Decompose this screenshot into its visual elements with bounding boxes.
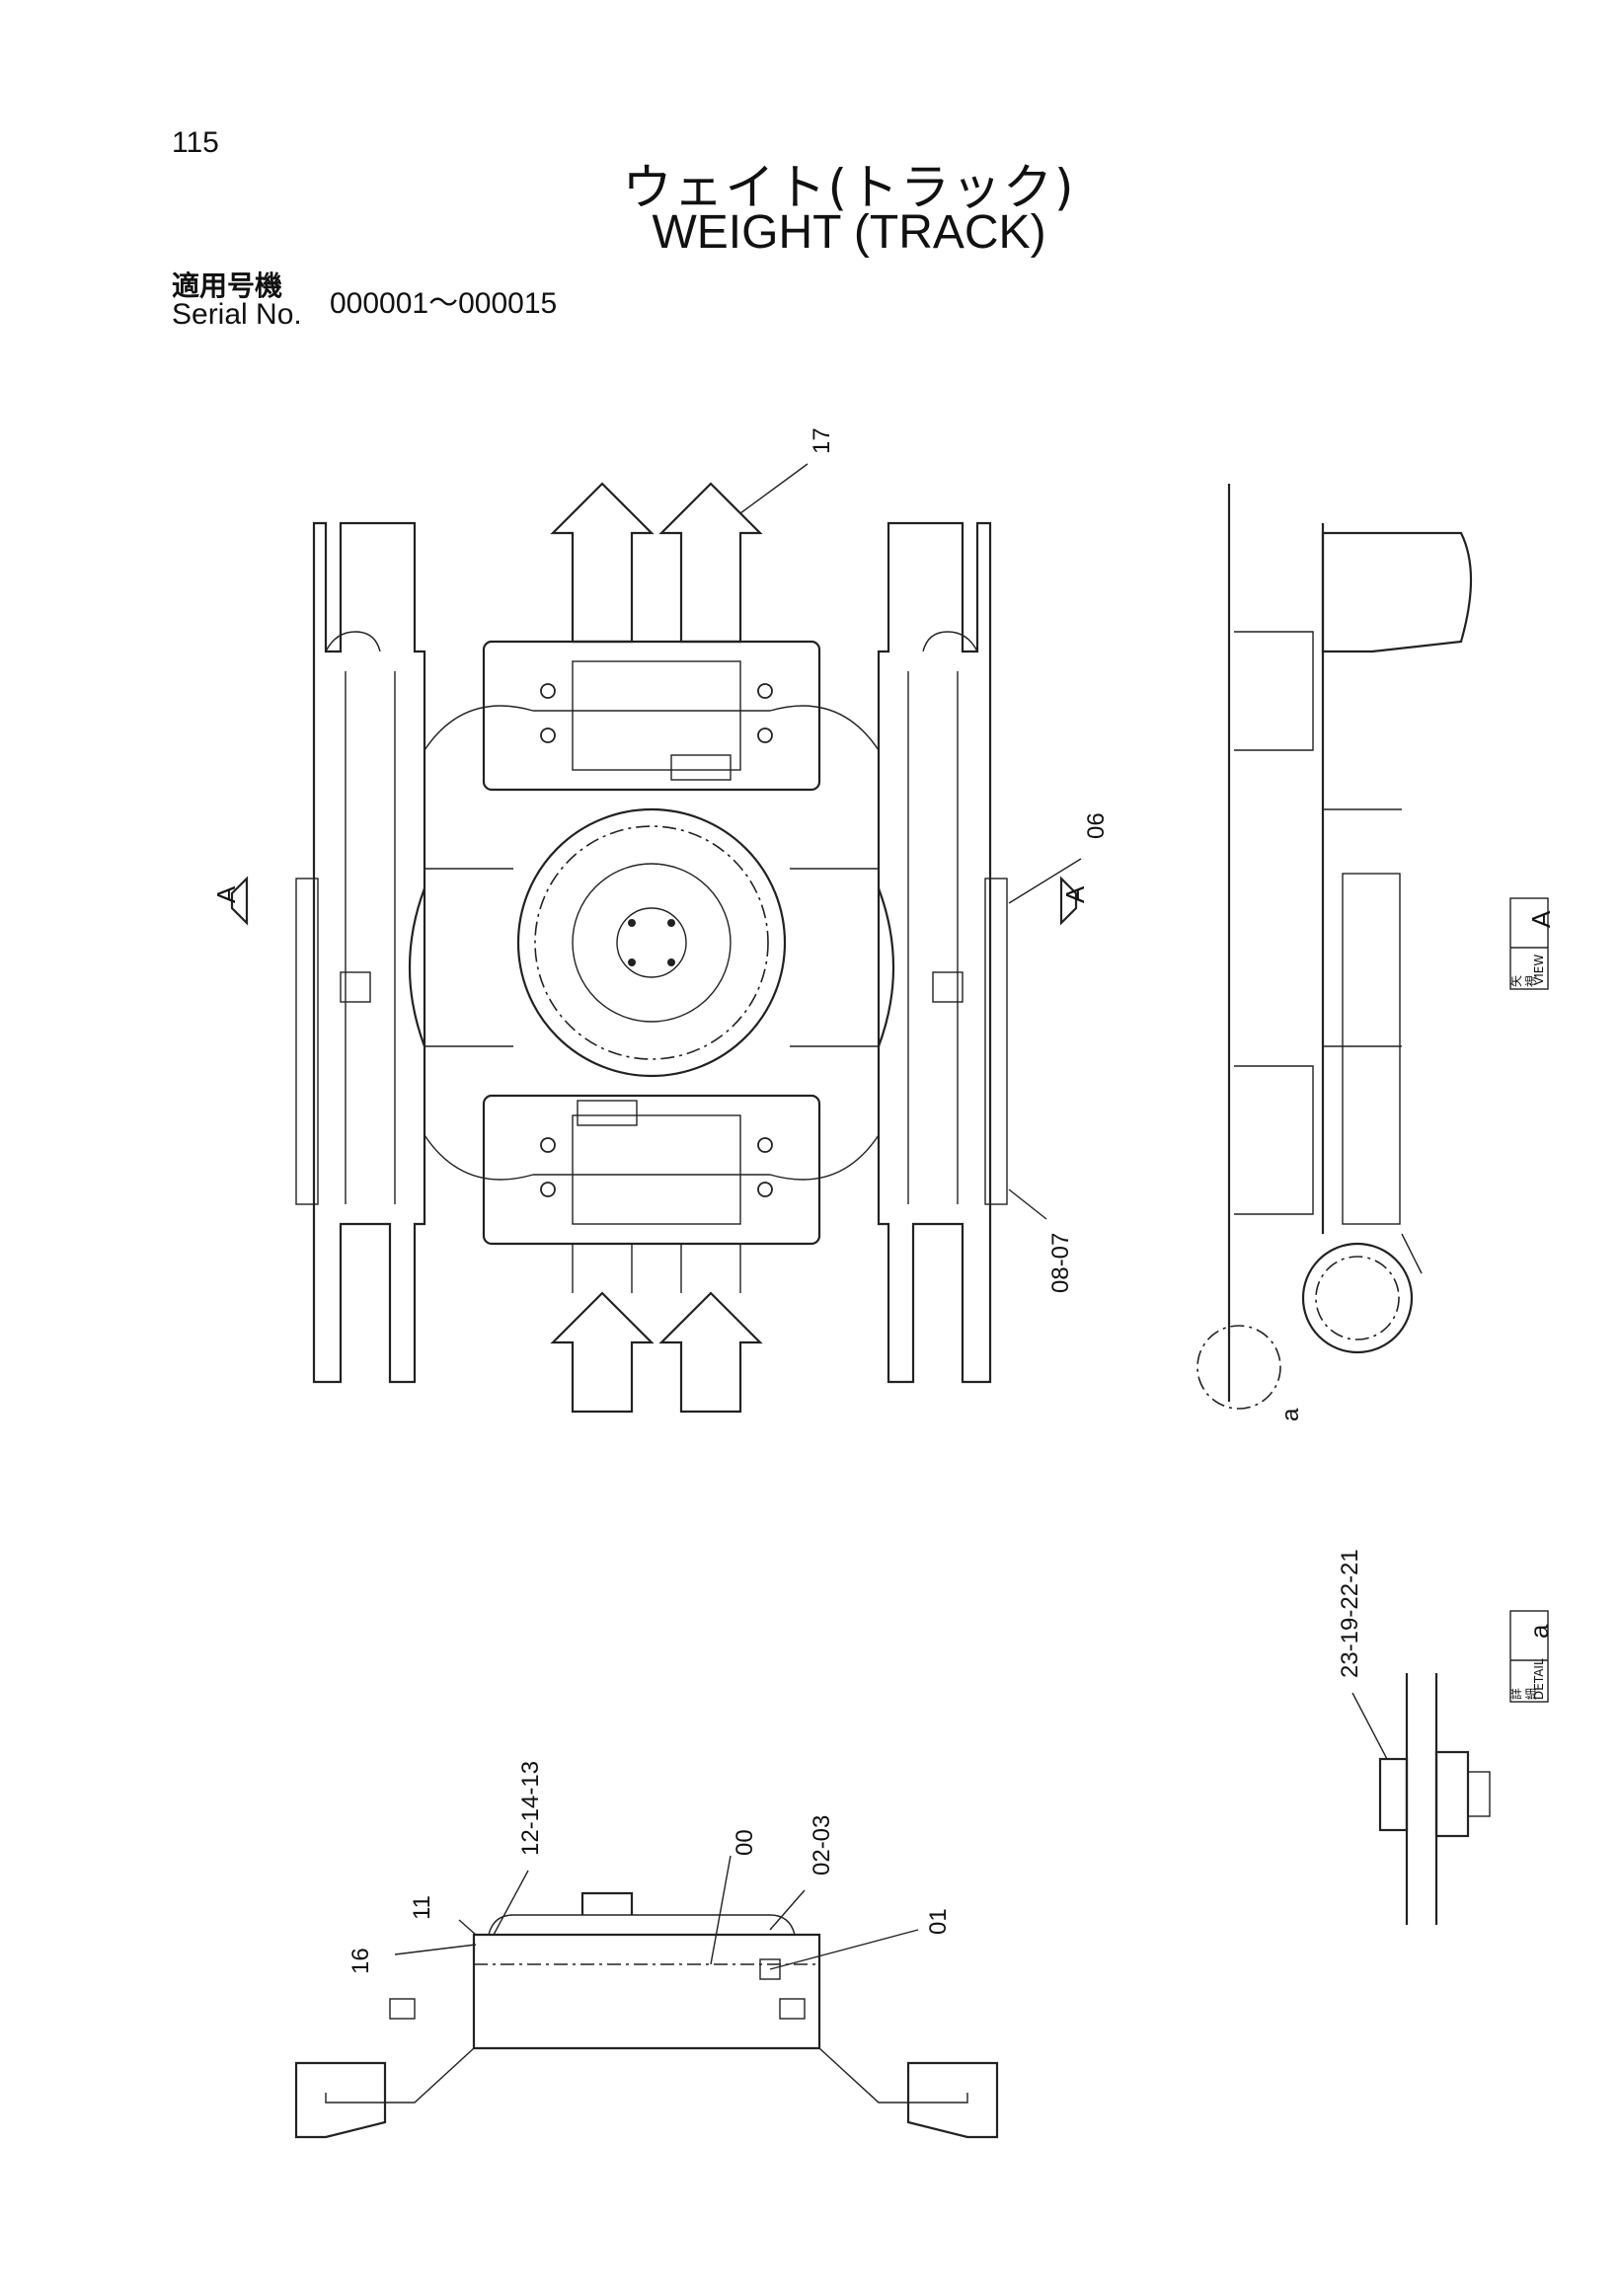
- detail-circle-letter: a: [1277, 1408, 1304, 1421]
- svg-text:DETAIL: DETAIL: [1532, 1658, 1546, 1700]
- leader-01: [769, 1929, 919, 1970]
- leader-23-19-22-21: [1351, 1692, 1388, 1760]
- title-japanese: ウェイト(トラック): [622, 159, 1076, 216]
- section-arrow-letter-left: A: [211, 885, 241, 903]
- svg-text:A: A: [1526, 910, 1556, 928]
- callout-23-19-22-21: 23-19-22-21: [1337, 1549, 1363, 1678]
- callout-17: 17: [809, 427, 835, 454]
- callout-08-07: 08-07: [1047, 1233, 1074, 1293]
- page-number: 115: [172, 126, 219, 159]
- callout-11: 11: [409, 1895, 435, 1920]
- leader-16: [394, 1944, 477, 1955]
- leader-12-14-13: [493, 1870, 529, 1936]
- svg-text:矢: 矢: [1509, 975, 1523, 987]
- svg-text:視: 視: [1523, 975, 1538, 987]
- callout-12-14-13: 12-14-13: [517, 1761, 544, 1856]
- leader-17: [739, 463, 809, 514]
- title-english: WEIGHT (TRACK): [652, 206, 1046, 259]
- serial-label-english: Serial No.: [172, 298, 302, 331]
- leader-00: [710, 1855, 732, 1965]
- callout-00: 00: [732, 1829, 758, 1856]
- detail-a-marker: 詳 細 DETAIL a: [1508, 1610, 1554, 1703]
- side-view-drawing: a: [1196, 484, 1473, 1421]
- svg-text:細: 細: [1524, 1688, 1538, 1700]
- svg-text:VIEW: VIEW: [1532, 955, 1546, 985]
- callout-01: 01: [925, 1908, 952, 1935]
- serial-label-japanese: 適用号機: [172, 269, 283, 302]
- leader-08-07: [1008, 1188, 1047, 1220]
- detail-a-drawing: [1378, 1673, 1491, 1925]
- detail-circle: [1196, 1325, 1281, 1410]
- front-view-drawing: [294, 1891, 999, 2139]
- callout-16: 16: [347, 1948, 374, 1974]
- leader-02-03: [769, 1889, 806, 1931]
- serial-range: 000001～000015: [330, 287, 558, 320]
- leader-11: [458, 1919, 477, 1936]
- view-a-marker: 矢 視 VIEW A: [1509, 897, 1556, 990]
- svg-text:a: a: [1524, 1624, 1554, 1639]
- leader-06: [1008, 858, 1082, 904]
- svg-text:詳: 詳: [1508, 1688, 1523, 1700]
- top-view-drawing: A A: [211, 482, 1090, 1414]
- callout-06: 06: [1083, 812, 1110, 839]
- callout-02-03: 02-03: [809, 1815, 835, 1875]
- section-arrow-letter-right: A: [1060, 885, 1090, 903]
